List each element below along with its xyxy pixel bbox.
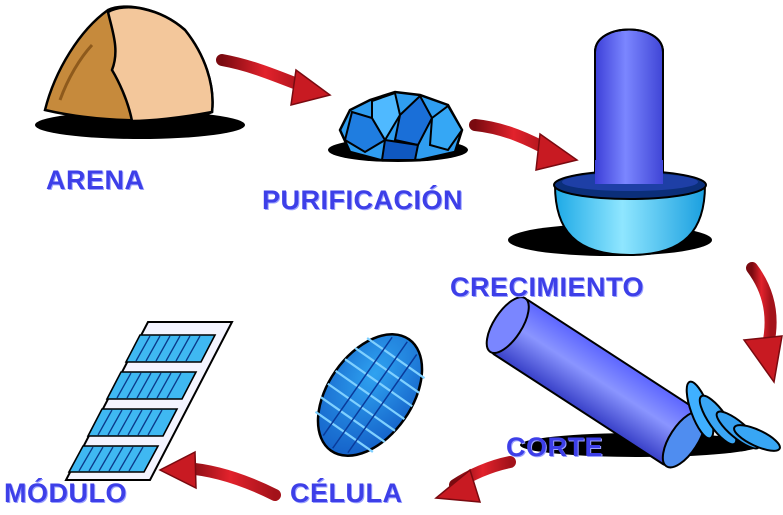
arrow-sand-to-purification bbox=[222, 60, 330, 105]
solar-cell-icon bbox=[297, 315, 444, 475]
label-arena: ARENA bbox=[46, 165, 145, 196]
solar-module-icon bbox=[66, 322, 232, 480]
label-purificacion: PURIFICACIÓN bbox=[262, 185, 463, 216]
arrow-cell-to-module bbox=[160, 452, 275, 495]
sand-pile-icon bbox=[35, 7, 245, 139]
label-celula: CÉLULA bbox=[290, 478, 403, 509]
silicon-chunks-icon bbox=[328, 92, 468, 162]
arrow-growth-to-cut bbox=[744, 268, 782, 382]
label-crecimiento: CRECIMIENTO bbox=[450, 272, 644, 303]
arrow-cut-to-cell bbox=[436, 462, 510, 502]
arrow-purification-to-growth bbox=[475, 125, 577, 170]
label-corte: CORTE bbox=[506, 432, 603, 463]
label-modulo: MÓDULO bbox=[4, 478, 127, 509]
